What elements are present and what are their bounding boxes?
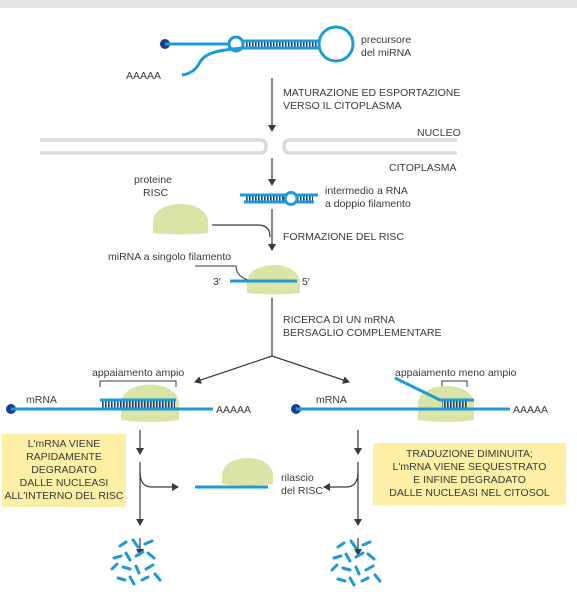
pairing-narrow-bracket bbox=[441, 380, 468, 387]
cytoplasm-label: CITOPLASMA bbox=[389, 162, 457, 174]
end-5-label: 5′ bbox=[302, 276, 310, 288]
mirna-precursor: AAAAA precursore del miRNA bbox=[126, 25, 411, 82]
risc-proteins-label-1: proteine bbox=[134, 174, 172, 186]
right-release-arrow bbox=[323, 471, 359, 491]
left-polya: AAAAA bbox=[216, 404, 251, 416]
search-label-1: RICERCA DI UN mRNA bbox=[283, 314, 395, 326]
release-label-1: rilascio bbox=[281, 472, 314, 484]
right-box-line-3: E INFINE DEGRADATO bbox=[413, 474, 526, 486]
maturation-label-1: MATURAZIONE ED ESPORTAZIONE bbox=[283, 87, 460, 99]
right-box-line-1: TRADUZIONE DIMINUITA; bbox=[406, 448, 533, 460]
duplex-label-2: a doppio filamento bbox=[325, 198, 411, 210]
maturation-label-2: VERSO IL CITOPLASMA bbox=[283, 100, 401, 112]
left-box-line-3: DEGRADATO bbox=[31, 464, 97, 476]
pairing-narrow-label: appaiamento meno ampio bbox=[395, 367, 517, 379]
pairing-wide-bracket bbox=[99, 380, 177, 387]
left-pairing-complex: appaiamento ampio mRNA AAAAA bbox=[6, 367, 251, 422]
risc-proteins-label-2: RISC bbox=[143, 187, 169, 199]
risc-protein-blob bbox=[153, 204, 208, 235]
released-risc bbox=[222, 458, 273, 486]
arrow-split-left bbox=[194, 355, 273, 384]
nucleus-label: NUCLEO bbox=[417, 127, 461, 139]
search-label-2: BERSAGLIO COMPLEMENTARE bbox=[283, 327, 442, 339]
right-degraded-fragments bbox=[330, 539, 382, 587]
left-box-line-1: L'mRNA VIENE bbox=[27, 438, 101, 450]
arrow-split-right bbox=[271, 355, 350, 384]
nuclear-membrane bbox=[40, 138, 457, 155]
right-mirna-strand bbox=[394, 376, 474, 402]
precursor-label-1: precursore bbox=[361, 34, 411, 46]
precursor-polya: AAAAA bbox=[126, 70, 161, 82]
right-polya: AAAAA bbox=[513, 404, 548, 416]
left-release-arrow bbox=[139, 471, 179, 491]
single-strand-pointer bbox=[195, 265, 249, 281]
release-label-2: del RISC bbox=[281, 485, 323, 497]
right-box-line-4: DALLE NUCLEASI NEL CITOSOL bbox=[389, 487, 550, 499]
top-bar bbox=[0, 0, 577, 8]
precursor-label-2: del miRNA bbox=[361, 47, 411, 59]
left-box-line-2: RAPIDAMENTE bbox=[26, 451, 102, 463]
risc-formation-label: FORMAZIONE DEL RISC bbox=[283, 231, 404, 243]
single-strand-label: miRNA a singolo filamento bbox=[108, 251, 231, 263]
end-3-label: 3′ bbox=[213, 276, 221, 288]
left-degraded-fragments bbox=[110, 538, 162, 586]
pairing-wide-label: appaiamento ampio bbox=[92, 367, 184, 379]
left-box-line-4: DALLE NUCLEASI bbox=[19, 477, 109, 489]
rna-duplex bbox=[240, 191, 318, 206]
left-mrna-label: mRNA bbox=[26, 394, 57, 406]
duplex-label-1: intermedio a RNA bbox=[325, 185, 408, 197]
right-box-line-2: L'mRNA VIENE SEQUESTRATO bbox=[392, 461, 547, 473]
right-outcome-box: TRADUZIONE DIMINUITA; L'mRNA VIENE SEQUE… bbox=[373, 443, 566, 505]
arrow-risc-join bbox=[212, 224, 271, 238]
right-pairing-complex: appaiamento meno ampio mRNA AAAAA bbox=[291, 367, 548, 422]
left-outcome-box: L'mRNA VIENE RAPIDAMENTE DEGRADATO DALLE… bbox=[2, 434, 126, 507]
left-box-line-5: ALL'INTERNO DEL RISC bbox=[4, 490, 124, 502]
right-mrna-label: mRNA bbox=[316, 394, 347, 406]
